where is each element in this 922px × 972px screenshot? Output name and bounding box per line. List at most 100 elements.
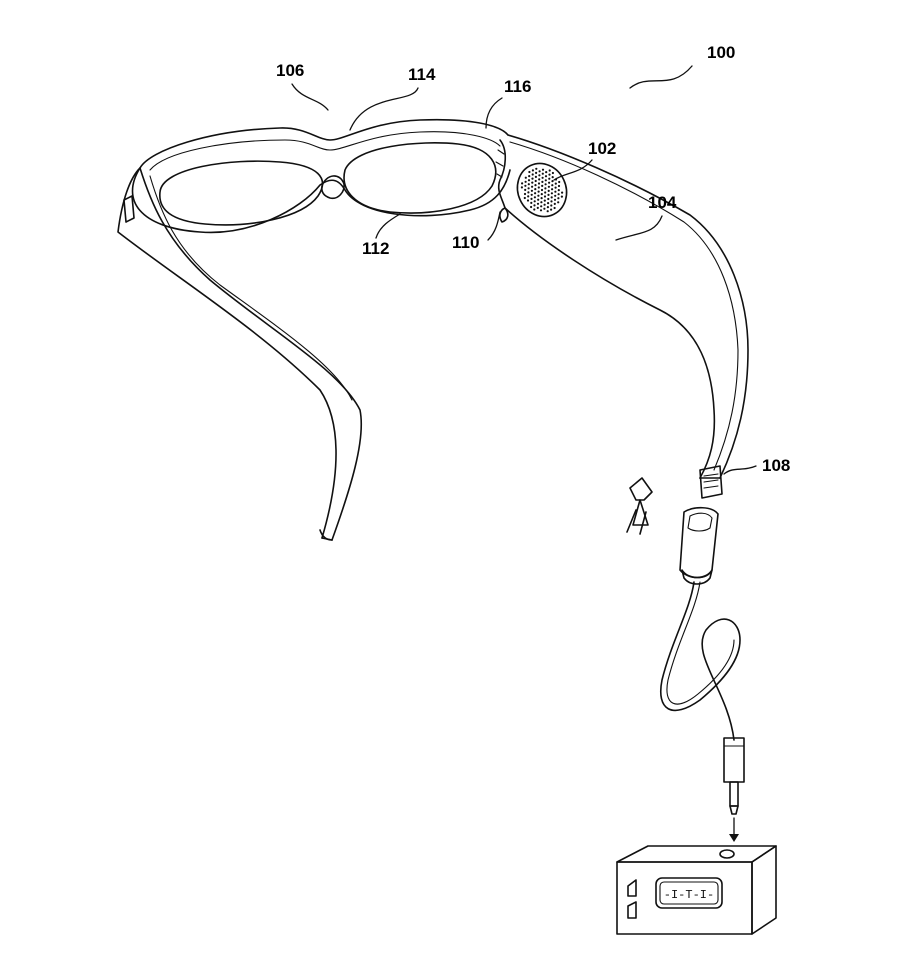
speaker-hole bbox=[537, 186, 540, 189]
ref-116: 116 bbox=[485, 77, 531, 129]
speaker-hole bbox=[547, 189, 550, 192]
speaker-hole bbox=[541, 184, 544, 187]
hinge bbox=[495, 139, 509, 223]
down-arrow bbox=[729, 817, 739, 842]
speaker-hole bbox=[527, 179, 531, 182]
speaker-hole bbox=[553, 198, 557, 201]
speaker-hole bbox=[551, 171, 555, 175]
speaker-hole bbox=[558, 180, 561, 184]
speaker-hole bbox=[527, 191, 530, 194]
audio-device-box: -I-T-I- bbox=[616, 845, 777, 935]
ref-label-100: 100 bbox=[707, 43, 735, 62]
speaker-hole bbox=[534, 179, 537, 183]
speaker-hole bbox=[547, 202, 550, 205]
speaker-hole bbox=[530, 205, 533, 209]
ref-label-112: 112 bbox=[362, 239, 389, 258]
speaker-hole bbox=[551, 176, 554, 179]
left-temple-arm bbox=[117, 167, 363, 541]
speaker-hole bbox=[526, 199, 530, 202]
speaker-hole bbox=[550, 204, 553, 207]
ref-label-116: 116 bbox=[504, 77, 531, 96]
speaker-hole bbox=[545, 171, 548, 174]
ref-114: 114 bbox=[349, 65, 436, 131]
ref-label-106: 106 bbox=[276, 61, 304, 80]
speaker-hole bbox=[547, 185, 551, 188]
speaker-hole bbox=[548, 169, 551, 172]
speaker-hole bbox=[550, 196, 553, 199]
cable bbox=[660, 581, 741, 741]
speaker-hole bbox=[537, 198, 540, 201]
speaker-hole bbox=[554, 182, 557, 185]
right-temple-arm bbox=[504, 134, 749, 479]
device-display-text: -I-T-I- bbox=[664, 888, 714, 902]
speaker-hole bbox=[538, 174, 541, 177]
speaker-hole bbox=[546, 210, 549, 213]
speaker-hole bbox=[548, 181, 551, 184]
ref-100: 100 bbox=[629, 43, 735, 89]
speaker-hole bbox=[551, 188, 554, 191]
speaker-hole bbox=[541, 176, 544, 179]
speaker-hole bbox=[544, 175, 548, 178]
ref-108: 108 bbox=[723, 456, 790, 475]
speaker-hole bbox=[543, 199, 546, 202]
speaker-hole bbox=[527, 187, 530, 190]
speaker-hole bbox=[553, 202, 556, 205]
left-lens bbox=[159, 160, 324, 226]
insertion-arrow bbox=[626, 477, 653, 535]
speaker-hole bbox=[524, 176, 527, 179]
speaker-hole bbox=[543, 203, 546, 206]
speaker-hole bbox=[534, 175, 538, 178]
speaker-hole bbox=[548, 177, 551, 180]
speaker-hole bbox=[539, 209, 543, 212]
speaker-hole bbox=[557, 184, 561, 188]
speaker-hole bbox=[540, 205, 543, 208]
ref-102: 102 bbox=[553, 139, 616, 181]
speaker-hole bbox=[524, 184, 527, 187]
ref-label-104: 104 bbox=[648, 193, 677, 212]
speaker-hole bbox=[557, 201, 560, 204]
right-lens bbox=[343, 142, 497, 214]
speaker-hole bbox=[527, 195, 530, 198]
speaker-hole bbox=[540, 188, 544, 192]
speaker-hole bbox=[537, 182, 541, 185]
speaker-hole bbox=[530, 193, 533, 196]
speaker-hole bbox=[533, 196, 537, 199]
speaker-hole bbox=[561, 191, 564, 194]
speaker-hole bbox=[523, 192, 527, 196]
ref-label-108: 108 bbox=[762, 456, 790, 475]
speaker-hole bbox=[557, 193, 560, 196]
speaker-hole bbox=[534, 184, 537, 187]
speaker-hole bbox=[551, 184, 554, 187]
speaker-hole bbox=[536, 206, 539, 209]
speaker-hole bbox=[540, 201, 543, 204]
speaker-hole bbox=[521, 182, 524, 185]
speaker-hole bbox=[537, 194, 540, 197]
speaker-hole bbox=[535, 167, 538, 170]
speaker-hole bbox=[551, 180, 554, 183]
speaker-hole bbox=[543, 195, 547, 198]
speaker-hole bbox=[544, 191, 547, 194]
speaker-hole bbox=[528, 170, 531, 174]
speaker-hole bbox=[544, 187, 547, 190]
glasses-frame bbox=[131, 118, 511, 234]
speaker-hole bbox=[553, 206, 556, 210]
speaker-hole bbox=[531, 177, 534, 180]
speaker-hole bbox=[547, 193, 550, 196]
speaker-hole bbox=[523, 196, 526, 200]
speaker-hole bbox=[538, 178, 541, 181]
connector-port bbox=[699, 465, 723, 499]
speaker-hole bbox=[520, 186, 524, 189]
speaker-hole bbox=[544, 179, 547, 182]
speaker-hole bbox=[543, 207, 546, 210]
speaker-hole bbox=[531, 185, 534, 188]
speaker-hole bbox=[528, 175, 531, 178]
speaker-hole bbox=[534, 188, 537, 191]
speaker-hole bbox=[550, 200, 553, 203]
speaker-hole bbox=[540, 197, 543, 200]
speaker-hole bbox=[546, 206, 550, 209]
speaker-hole bbox=[550, 192, 554, 195]
speaker-hole bbox=[541, 180, 544, 183]
speaker-hole bbox=[554, 190, 557, 193]
speaker-hole bbox=[530, 201, 533, 204]
